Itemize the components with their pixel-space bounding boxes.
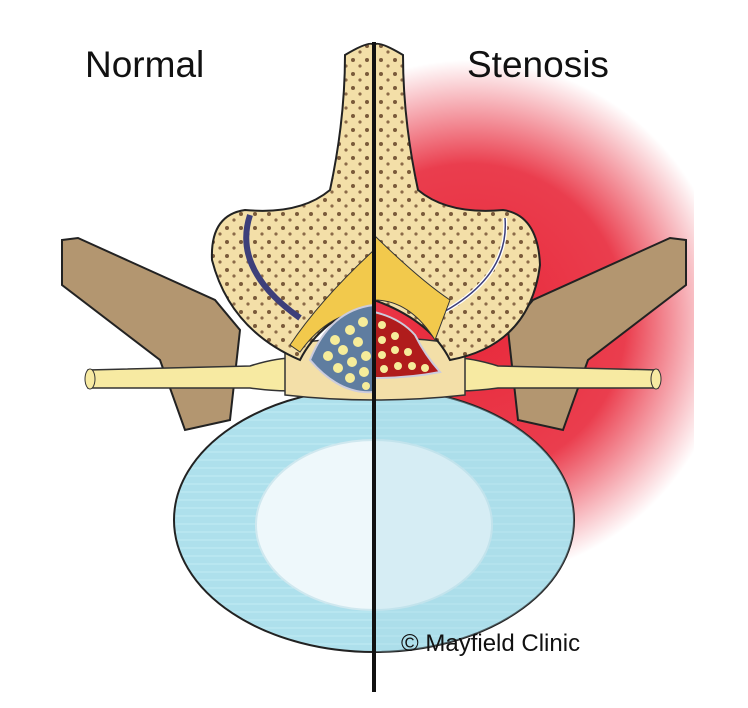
copyright-credit: © Mayfield Clinic xyxy=(401,630,581,657)
right-ligamentum-flavum xyxy=(373,233,451,342)
normal-label: Normal xyxy=(85,44,205,85)
stenosis-label: Stenosis xyxy=(467,44,609,85)
stenotic-spinal-canal xyxy=(373,310,442,380)
